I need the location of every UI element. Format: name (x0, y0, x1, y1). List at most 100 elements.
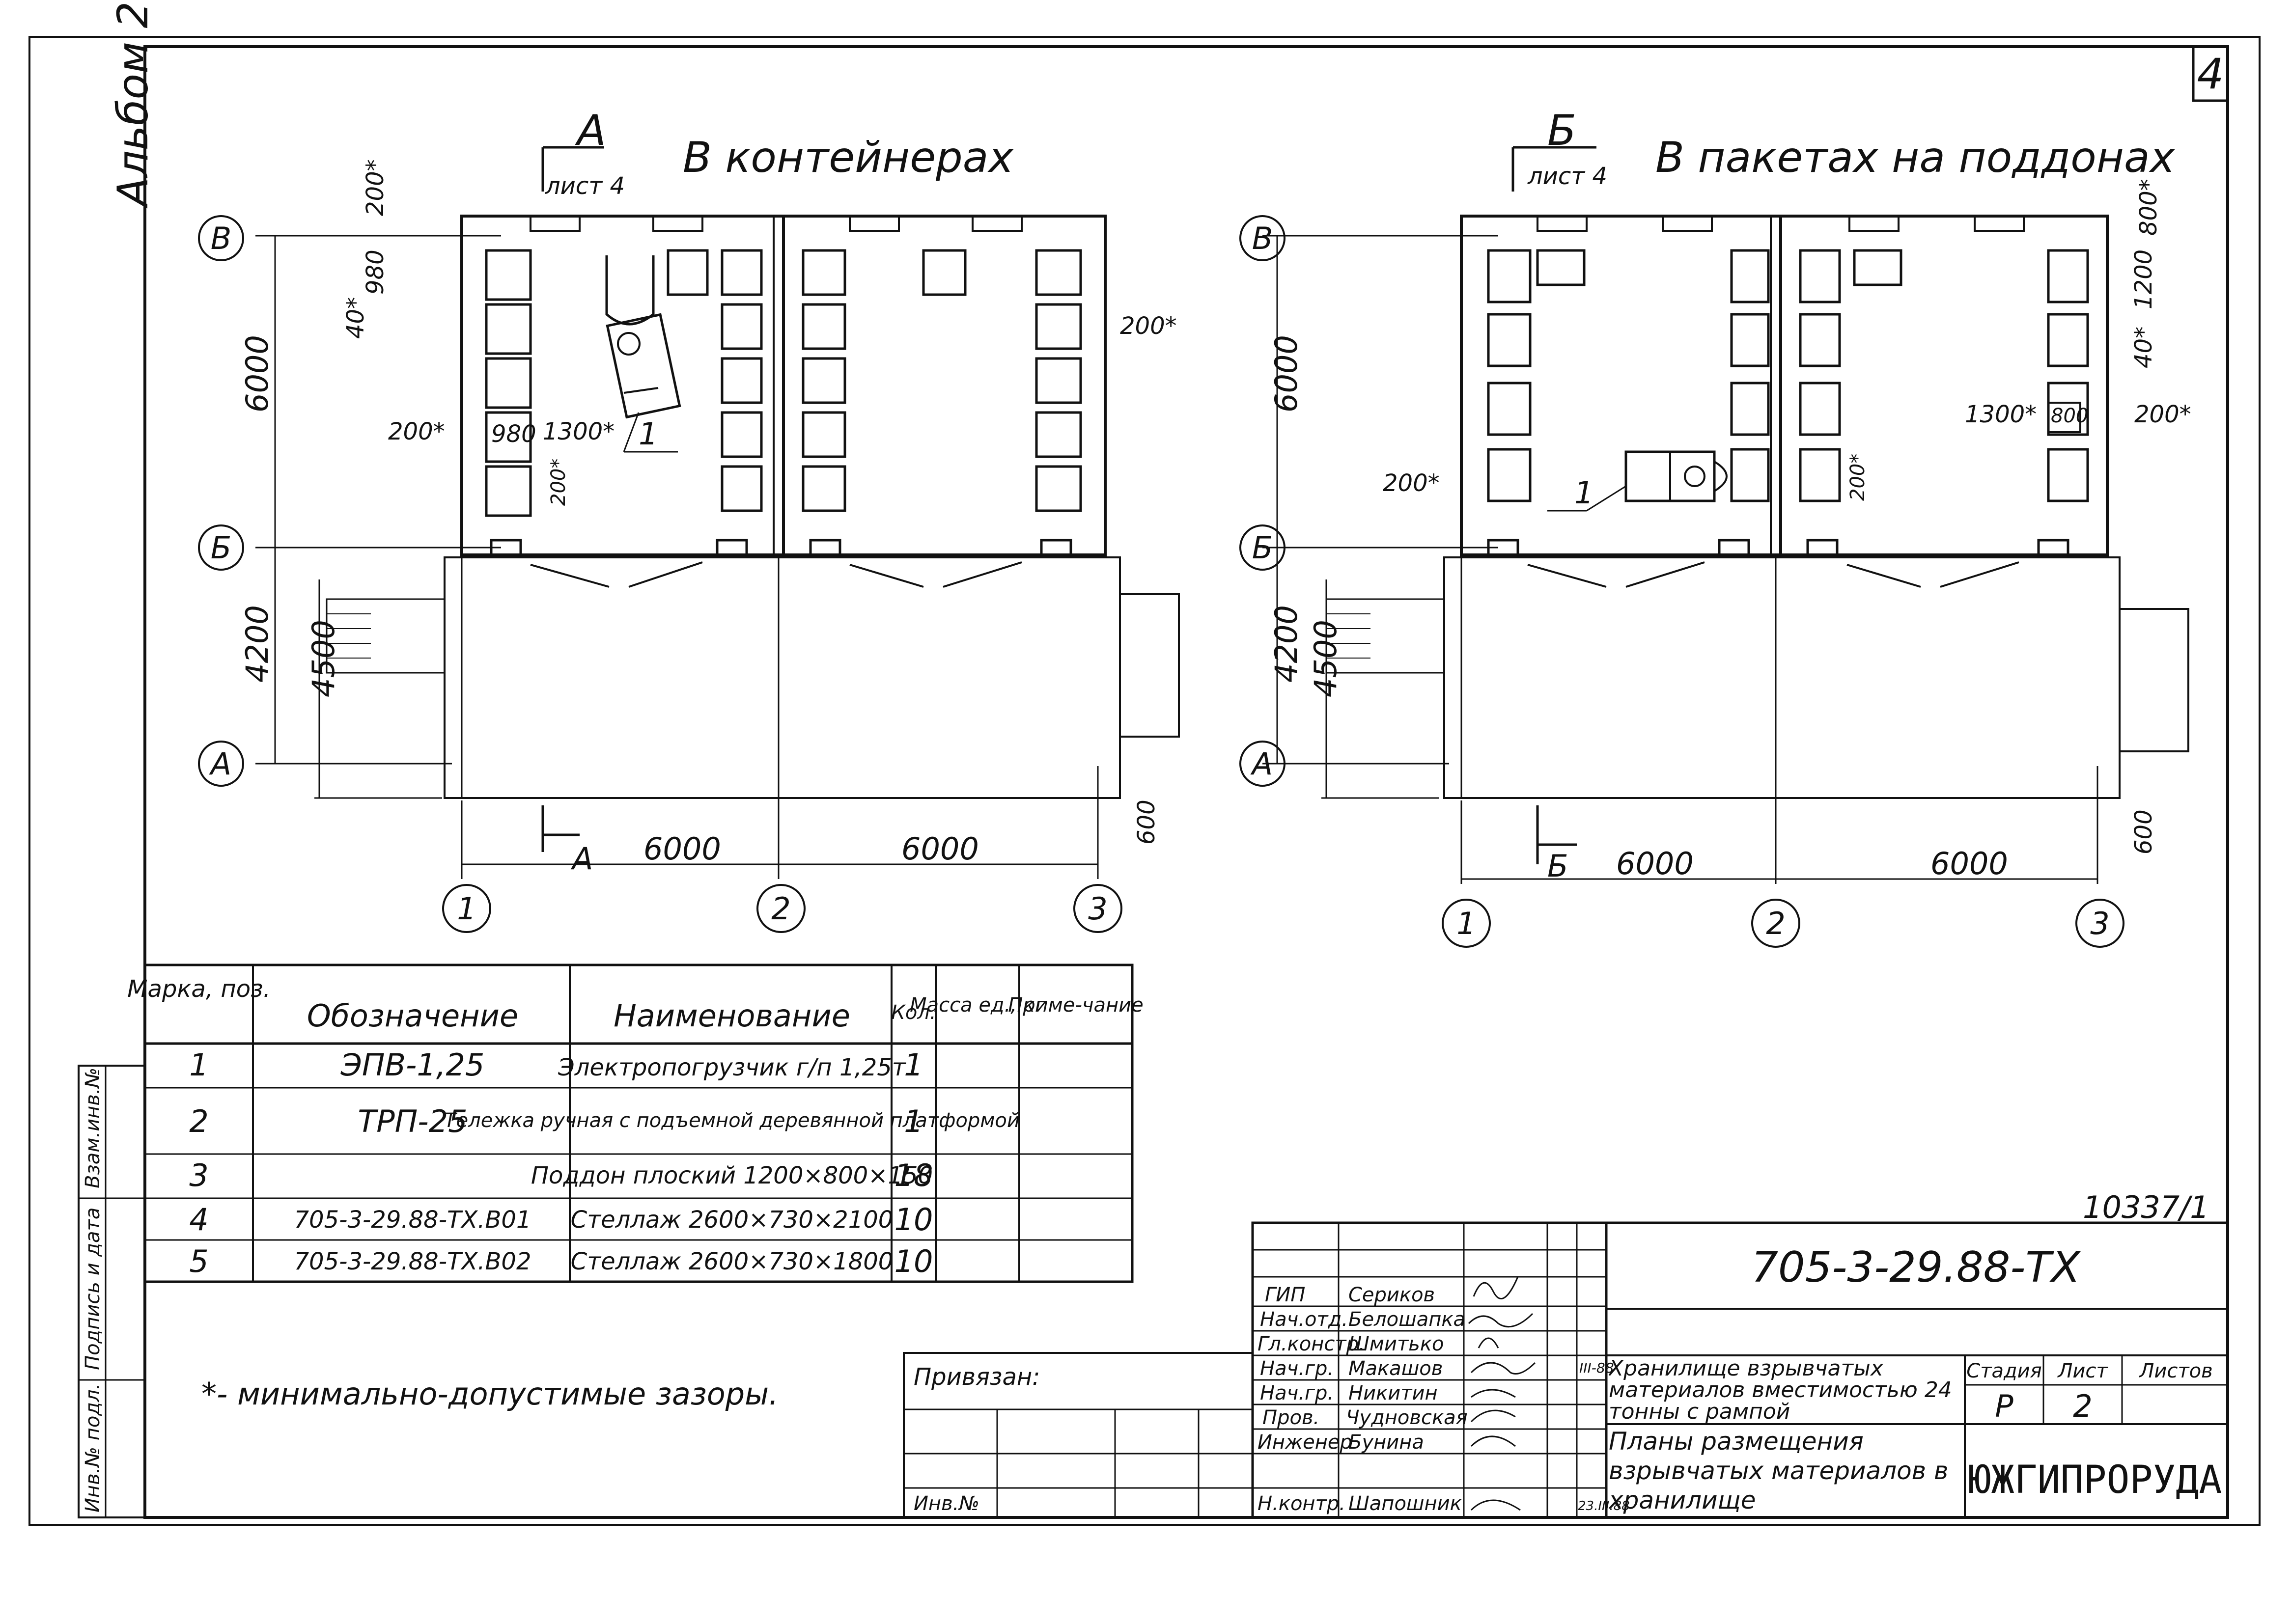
right-axis-col-2: 2 (1766, 906, 1785, 941)
left-dim-980b: 980 (491, 420, 536, 448)
left-dim-40: 40* (342, 297, 369, 339)
right-dim-40: 40* (2130, 327, 2157, 368)
left-dim-bottom: 600 (1133, 799, 1160, 845)
spec-r4-name: Стеллаж 2600×730×2100 (571, 1206, 894, 1234)
spec-header-name: Наименование (614, 998, 850, 1034)
person-2-role: Нач.отд. (1260, 1308, 1348, 1331)
spec-table: Марка, поз. Обозначение Наименование Кол… (127, 963, 1144, 1283)
album-label: Альбом 2 (109, 1, 158, 209)
axis-bubbles: В Б А В Б А 1 2 3 1 2 3 (198, 215, 2124, 948)
spec-r1-designation: ЭПВ-1,25 (340, 1047, 485, 1083)
left-axis-col-3: 3 (1088, 891, 1107, 927)
table-row: 4 705-3-29.88-ТХ.В01 Стеллаж 2600×730×21… (189, 1202, 933, 1238)
binding-label: Привязан: (914, 1363, 1040, 1391)
side-stamp-signature: Подпись и дата (82, 1208, 104, 1370)
left-section-bottom: А (570, 841, 593, 877)
left-axis-col-1: 1 (457, 891, 476, 927)
right-plan: В пакетах на поддонах Б лист 4 (1262, 106, 2191, 884)
left-dim-vert-inner: 4500 (306, 620, 341, 697)
spec-r2-name: Тележка ручная с подъемной деревянной пл… (444, 1109, 1020, 1132)
left-axis-row-1: В (211, 220, 232, 256)
table-row: Пров.Чудновская (1262, 1406, 1468, 1429)
spec-r4-mark: 4 (189, 1202, 208, 1238)
right-leader-label: 1 (1574, 475, 1593, 511)
sheets-label: Листов (2138, 1360, 2212, 1382)
person-5-name: Никитин (1348, 1382, 1438, 1404)
table-row: Нач.гр. Никитин (1260, 1382, 1438, 1404)
left-dim-200-right: 200* (1120, 312, 1177, 340)
hand-cart-icon (1624, 450, 1728, 502)
left-plan-title: В контейнерах (683, 133, 1014, 182)
forklift-icon (605, 255, 681, 419)
spec-header-mark: Марка, поз. (127, 975, 271, 1003)
left-plan: В контейнерах А лист 4 (239, 106, 1180, 879)
left-dim-span2: 6000 (901, 831, 979, 867)
right-dim-vert-inner: 4500 (1308, 620, 1343, 697)
spec-header-mass: Масса ед., кг (910, 994, 1046, 1017)
table-row: 5 705-3-29.88-ТХ.В02 Стеллаж 2600×730×18… (189, 1243, 933, 1279)
left-axis-row-3: А (209, 746, 231, 782)
left-dim-200-small: 200* (547, 459, 570, 506)
project-title: Хранилище взрывчатых материалов вместимо… (1609, 1358, 1952, 1424)
right-axis-row-1: В (1252, 220, 1273, 256)
spec-r5-designation: 705-3-29.88-ТХ.В02 (294, 1248, 531, 1275)
organization-name: ЮЖГИПРОРУДА (1968, 1458, 2222, 1502)
person-4-name: Макашов (1348, 1357, 1443, 1380)
right-axis-row-2: Б (1252, 530, 1273, 566)
right-dim-1200: 1200 (2130, 249, 2157, 309)
archive-number: 10337/1 (2083, 1189, 2209, 1225)
side-stamp-inv: Инв.№ подл. (82, 1383, 104, 1513)
signature-marks (1468, 1276, 1536, 1511)
stage-label: Стадия (1966, 1360, 2041, 1382)
side-stamp-replace: Взам.инв.№ (82, 1068, 104, 1188)
person-6-name: Чудновская (1346, 1406, 1468, 1429)
right-dim-200-right: 200* (2134, 401, 2191, 428)
stage-value: Р (1995, 1388, 2013, 1424)
footnote: *- минимально-допустимые зазоры. (201, 1376, 779, 1412)
side-stamp: Взам.инв.№ Подпись и дата Инв.№ подл. (78, 1065, 146, 1518)
right-plan-title: В пакетах на поддонах (1655, 133, 2176, 182)
spec-r4-qty: 10 (894, 1202, 933, 1238)
sheet-title-box: Планы размещения взрывчатых материалов в… (1609, 1427, 1949, 1514)
left-axis-col-2: 2 (771, 891, 790, 927)
person-5-role: Нач.гр. (1260, 1382, 1334, 1404)
spec-r1-qty: 1 (904, 1047, 923, 1083)
sheet-corner-number: 4 (2197, 50, 2224, 99)
project-title-box: Хранилище взрывчатых материалов вместимо… (1609, 1358, 1952, 1424)
sheet-value: 2 (2073, 1388, 2092, 1424)
person-7-name: Бунина (1348, 1431, 1424, 1454)
right-dim-bottom: 600 (2130, 809, 2157, 854)
person-2-name: Белошапка (1348, 1308, 1465, 1331)
right-dim-800: 800 (2051, 405, 2088, 427)
spec-r1-name: Электропогрузчик г/п 1,25т (558, 1054, 907, 1081)
person-3-name: Шмитько (1348, 1333, 1444, 1355)
table-row: Нач.отд.Белошапка (1260, 1308, 1465, 1331)
spec-header-note: Приме-чание (1008, 994, 1144, 1017)
person-8-role: Н.контр. (1258, 1492, 1345, 1515)
table-row: 1 ЭПВ-1,25 Электропогрузчик г/п 1,25т 1 (189, 1047, 923, 1083)
table-row: Н.контр.Шапошник (1258, 1492, 1462, 1515)
right-dim-800-top: 800* (2135, 179, 2162, 236)
right-dim-vert-upper: 6000 (1268, 335, 1304, 413)
date-1: III-88 (1579, 1360, 1614, 1376)
spec-r5-qty: 10 (894, 1243, 933, 1279)
right-axis-col-1: 1 (1456, 906, 1476, 941)
right-section-bottom: Б (1547, 848, 1568, 884)
right-dim-200-left: 200* (1383, 469, 1440, 497)
right-dim-span2: 6000 (1930, 846, 2008, 881)
spec-r3-qty: 18 (894, 1157, 933, 1193)
person-7-role: Инженер (1258, 1431, 1352, 1454)
left-leader-label: 1 (639, 416, 658, 452)
spec-header-qty: Кол. (891, 1001, 936, 1024)
left-dim-1300: 1300* (543, 418, 615, 445)
spec-r2-qty: 1 (904, 1103, 923, 1139)
left-dim-200-left: 200* (388, 418, 445, 445)
spec-r3-name: Поддон плоский 1200×800×150 (531, 1162, 933, 1189)
left-dim-vert-lower: 4200 (239, 605, 275, 683)
spec-r5-mark: 5 (189, 1243, 208, 1279)
inv-label: Инв.№ (914, 1492, 979, 1515)
table-row: 3 Поддон плоский 1200×800×150 18 (189, 1157, 933, 1193)
